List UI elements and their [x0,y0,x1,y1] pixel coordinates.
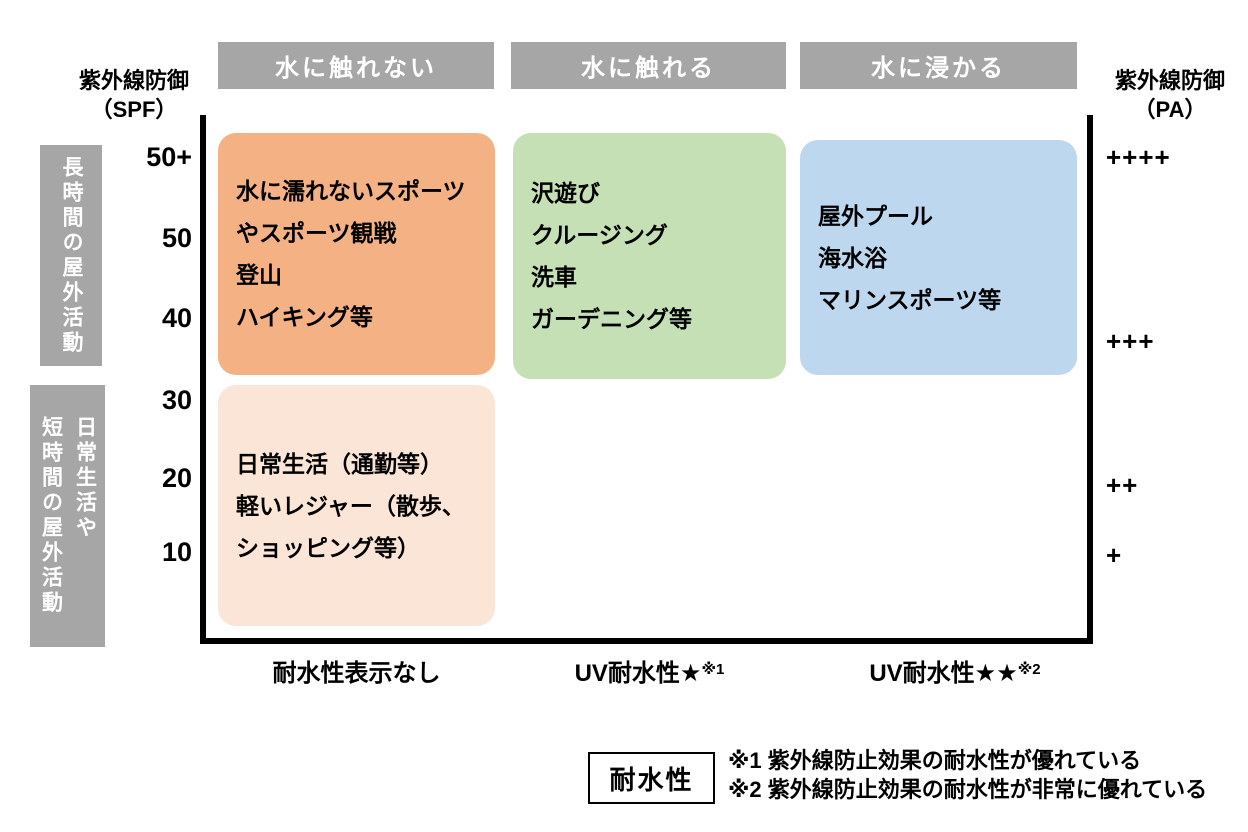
x-axis-label-uv-water-resistant-2star: UV耐水性★★※2 [805,657,1105,691]
row-label-short-line2: 短時間の屋外活動 [39,416,63,616]
x-axis-label-sup: ※1 [701,661,725,678]
activity-line: ハイキング等 [236,304,373,330]
legend-notes: ※1 紫外線防止効果の耐水性が優れている ※2 紫外線防止効果の耐水性が非常に優… [728,746,1207,804]
row-label-long-outdoor-activity-text: 長時間の屋外活動 [60,155,83,356]
activity-line: クルージング [531,222,668,248]
spf-axis-title-line1: 紫外線防御 [78,68,189,93]
spf-tick-20: 20 [161,463,192,493]
pa-tick-4plus: ++++ [1106,142,1171,172]
row-label-short-line1: 日常生活や [73,416,97,541]
row-label-long-outdoor-activity: 長時間の屋外活動 [40,145,102,366]
pa-tick-2plus: ++ [1106,470,1139,500]
activity-box-touch-water: 沢遊び クルージング 洗車 ガーデニング等 [513,133,786,379]
chart-frame [200,115,1093,644]
activity-line: 登山 [236,262,282,288]
x-axis-label-sup: ※2 [1017,661,1041,678]
activity-line: 海水浴 [818,244,887,271]
activity-line: 軽いレジャー（散歩、 [236,492,465,519]
activity-line: 水に濡れないスポーツ [236,178,466,204]
activity-box-daily-life: 日常生活（通勤等） 軽いレジャー（散歩、 ショッピング等） [218,385,495,626]
column-header-no-water-contact: 水に触れない [218,42,494,89]
activity-line: 屋外プール [818,202,933,229]
x-axis-label-uv-water-resistant-1star: UV耐水性★※1 [513,657,786,691]
spf-tick-50: 50 [161,223,192,253]
spf-axis-title-line2: （SPF） [90,97,178,122]
activity-line: マリンスポーツ等 [818,286,1002,313]
x-axis-label-text: 耐水性表示なし [272,660,441,687]
legend-water-resistance-box: 耐水性 [588,752,715,804]
column-header-touch-water: 水に触れる [511,42,786,89]
activity-box-no-water-contact: 水に濡れないスポーツ やスポーツ観戦 登山 ハイキング等 [218,133,495,375]
spf-tick-40: 40 [161,303,192,333]
activity-line: やスポーツ観戦 [236,220,397,246]
pa-tick-3plus: +++ [1106,326,1155,356]
legend-note-1: ※1 紫外線防止効果の耐水性が優れている [728,748,1142,773]
x-axis-label-no-water-resistance: 耐水性表示なし [218,657,495,691]
x-axis-label-text: UV耐水性★★ [869,660,1018,687]
activity-line: 日常生活（通勤等） [236,450,443,477]
activity-line: ガーデニング等 [531,306,692,332]
column-header-soak-in-water: 水に浸かる [800,42,1077,89]
pa-axis-title: 紫外線防御 （PA） [1094,66,1246,124]
spf-tick-50plus: 50+ [146,142,192,172]
pa-axis-title-line2: （PA） [1133,97,1207,122]
activity-line: 沢遊び [531,180,600,206]
pa-axis-title-line1: 紫外線防御 [1114,68,1225,93]
spf-tick-30: 30 [161,385,192,415]
legend-note-2: ※2 紫外線防止効果の耐水性が非常に優れている [728,777,1208,802]
row-label-daily-short-outdoor-activity: 日常生活や 短時間の屋外活動 [30,385,105,647]
spf-tick-10: 10 [161,537,192,567]
x-axis-label-text: UV耐水性★ [574,660,702,687]
row-label-daily-short-outdoor-activity-text: 日常生活や 短時間の屋外活動 [34,416,102,616]
activity-line: 洗車 [531,264,577,290]
spf-axis-title: 紫外線防御 （SPF） [58,66,210,124]
pa-tick-1plus: + [1106,540,1123,570]
activity-line: ショッピング等） [236,534,420,561]
activity-box-soak-in-water: 屋外プール 海水浴 マリンスポーツ等 [800,140,1077,375]
